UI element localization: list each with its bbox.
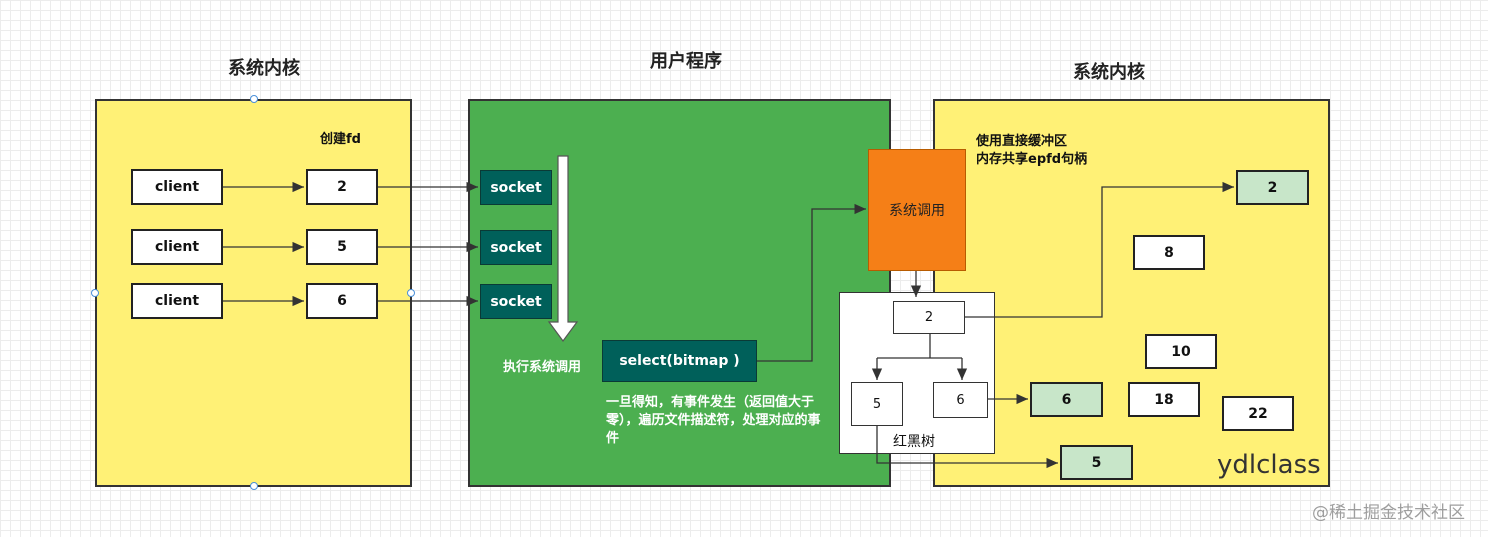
brand-label: ydlclass <box>1217 450 1321 480</box>
fd-box[interactable]: 18 <box>1128 382 1200 417</box>
fd-label: 2 <box>337 179 347 195</box>
ready-fd-box[interactable]: 5 <box>1060 445 1133 480</box>
system-call-box[interactable]: 系统调用 <box>868 149 966 271</box>
fd-box[interactable]: 6 <box>306 283 378 319</box>
exec-syscall-label: 执行系统调用 <box>503 360 582 375</box>
select-bitmap-box[interactable]: select(bitmap ) <box>602 340 757 382</box>
system-call-label: 系统调用 <box>889 203 945 219</box>
fd-label: 10 <box>1171 343 1191 360</box>
left-kernel-title: 系统内核 <box>228 58 300 79</box>
arrow-select-to-syscall <box>757 203 866 362</box>
socket-box[interactable]: socket <box>480 284 552 319</box>
tree-node-label: 6 <box>956 392 965 408</box>
resize-handle-right[interactable] <box>407 289 415 297</box>
user-program-title: 用户程序 <box>650 51 722 72</box>
fd-label: 5 <box>1091 454 1102 471</box>
socket-box[interactable]: socket <box>480 170 552 205</box>
fd-box[interactable]: 8 <box>1133 235 1205 270</box>
red-black-tree-label: 红黑树 <box>893 434 935 450</box>
socket-label: socket <box>490 239 542 256</box>
client-box[interactable]: client <box>131 283 223 319</box>
socket-label: socket <box>490 179 542 196</box>
resize-handle-top[interactable] <box>250 95 258 103</box>
client-box[interactable]: client <box>131 229 223 265</box>
client-label: client <box>154 293 200 309</box>
resize-handle-bottom[interactable] <box>250 482 258 490</box>
watermark: @稀土掘金技术社区 <box>1312 503 1465 523</box>
tree-left-node[interactable]: 5 <box>851 382 903 426</box>
resize-handle-left[interactable] <box>91 289 99 297</box>
fd-label: 6 <box>1061 391 1072 408</box>
fd-label: 18 <box>1154 391 1174 408</box>
fd-box[interactable]: 2 <box>306 169 378 205</box>
buffer-note: 使用直接缓冲区 内存共享epfd句柄 <box>976 133 1087 169</box>
fd-label: 22 <box>1248 405 1268 422</box>
fd-label: 2 <box>1267 179 1278 196</box>
fd-label: 5 <box>337 239 347 255</box>
socket-box[interactable]: socket <box>480 230 552 265</box>
tree-node-label: 5 <box>872 396 882 412</box>
buffer-note-line1: 使用直接缓冲区 <box>976 134 1068 149</box>
fd-label: 6 <box>337 293 347 309</box>
fd-label: 8 <box>1164 244 1174 261</box>
client-box[interactable]: client <box>131 169 223 205</box>
select-label: select(bitmap ) <box>619 353 740 369</box>
arrow-node5-to-ready <box>876 426 1058 469</box>
traverse-down-arrow <box>547 155 579 343</box>
fd-box[interactable]: 10 <box>1145 334 1217 369</box>
socket-label: socket <box>490 293 542 310</box>
buffer-note-line2: 内存共享epfd句柄 <box>976 152 1088 167</box>
fd-box[interactable]: 5 <box>306 229 378 265</box>
fd-box[interactable]: 22 <box>1222 396 1294 431</box>
tree-node-label: 2 <box>924 310 934 325</box>
create-fd-label: 创建fd <box>320 132 361 147</box>
client-label: client <box>154 179 200 195</box>
event-note: 一旦得知，有事件发生（返回值大于零），遍历文件描述符，处理对应的事件 <box>606 395 821 446</box>
client-label: client <box>154 239 200 255</box>
ready-fd-box[interactable]: 6 <box>1030 382 1103 417</box>
tree-root-node[interactable]: 2 <box>893 301 965 334</box>
right-kernel-title: 系统内核 <box>1073 62 1145 83</box>
ready-fd-box[interactable]: 2 <box>1236 170 1309 205</box>
arrow-root-to-ready <box>965 181 1234 318</box>
tree-right-node[interactable]: 6 <box>933 382 988 418</box>
